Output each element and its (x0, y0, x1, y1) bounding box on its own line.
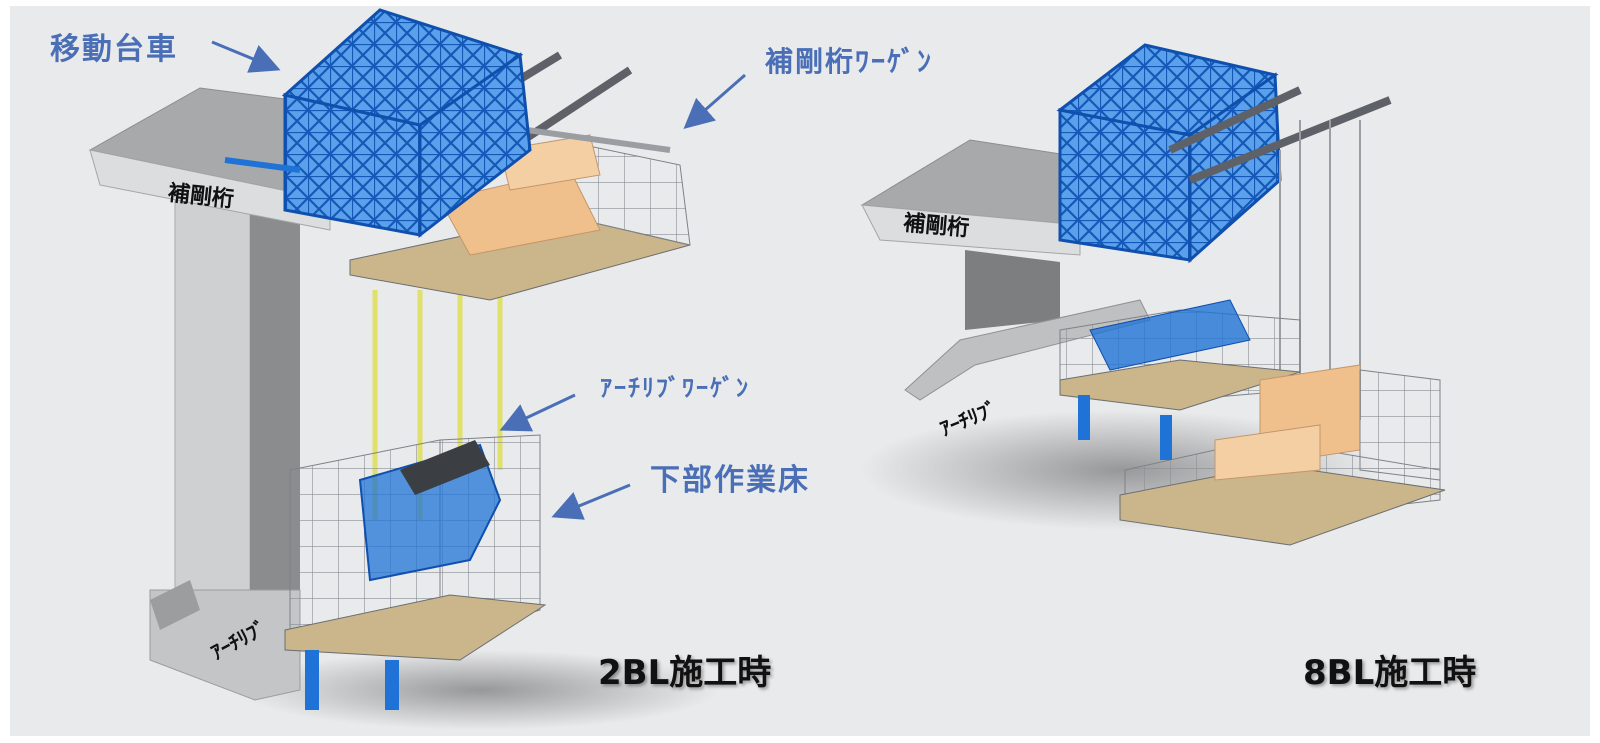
pier-column-side (250, 175, 300, 640)
pier-base (149, 589, 301, 701)
arch-rib-wagen-cap (400, 440, 490, 495)
right-wagen-rail-2 (1168, 86, 1302, 154)
right-support-leg-2 (1160, 415, 1172, 460)
right-support-leg-1 (1078, 395, 1090, 440)
arrow-lower-work-floor (551, 483, 631, 520)
carriage-arm (224, 157, 301, 173)
scene-8bl (860, 43, 1446, 546)
lower-support-leg-2 (385, 660, 399, 710)
arrow-moving-carriage (211, 40, 281, 73)
pier-arch-stub (150, 580, 200, 630)
right-pier-stub (965, 250, 1060, 330)
lower-work-floor-deck (284, 594, 547, 661)
right-carriage-top (1056, 43, 1279, 137)
lower-support-leg-1 (305, 650, 319, 710)
right-side-scaffold (1359, 369, 1441, 481)
right-girder-deck-front (861, 204, 1081, 256)
moving-carriage-top (281, 8, 524, 127)
arrow-arch-rib-wagen (499, 393, 576, 432)
scene-2bl (88, 8, 746, 730)
right-wagen-blue (1089, 299, 1251, 371)
arrow-girder-wagen (683, 73, 746, 129)
girder-deck-front (89, 149, 331, 231)
pier-column-front (174, 174, 251, 641)
right-wagen-rail-1 (1188, 96, 1392, 184)
right-mid-floor (1059, 359, 1301, 411)
ground-shadow (240, 650, 720, 730)
right-orange-plate-2 (1214, 424, 1321, 481)
